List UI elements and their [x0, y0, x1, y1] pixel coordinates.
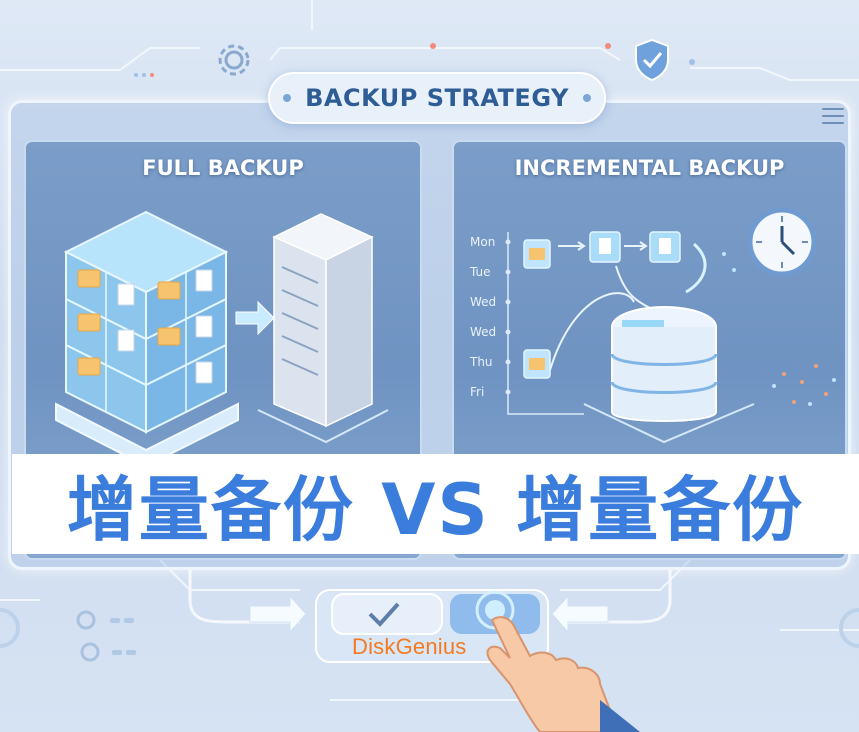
bottom-console: [0, 570, 859, 732]
day-label: Fri: [470, 385, 485, 399]
document-icon: [117, 269, 213, 384]
watermark-text: DiskGenius: [352, 634, 467, 659]
arrow-right-icon: [249, 594, 307, 634]
day-label: Wed: [470, 295, 497, 309]
day-label: Thu: [470, 355, 493, 369]
full-backup-title: FULL BACKUP: [142, 156, 304, 180]
folder-icon: [523, 239, 551, 379]
dot-right: [582, 94, 591, 102]
day-label: Mon: [470, 235, 496, 249]
incremental-backup-title: INCREMENTAL BACKUP: [514, 156, 785, 180]
dot-left: [283, 94, 292, 102]
folder-cube-stack: [55, 210, 239, 468]
gear-icon: [76, 610, 100, 662]
hand-pointer-icon: [486, 616, 640, 732]
arrow-left-icon: [551, 594, 609, 634]
arrow-right-icon: [235, 300, 275, 336]
gear-icon: [218, 44, 250, 76]
day-label: Tue: [470, 265, 491, 279]
title-pill: BACKUP STRATEGY: [268, 72, 606, 124]
document-icon: [589, 231, 681, 263]
clock-icon: [747, 207, 817, 277]
headline-text: 增量备份 VS 增量备份: [66, 468, 805, 551]
checkmark-icon: [368, 602, 400, 627]
headline-banner: 增量备份 VS 增量备份: [12, 454, 859, 554]
day-label: Wed: [470, 325, 497, 339]
folder-icon: [77, 269, 181, 376]
incremental-backup-illustration: [505, 207, 836, 444]
database-stack: [583, 306, 755, 444]
shield-check-icon: [635, 38, 669, 82]
full-backup-illustration: [26, 210, 389, 523]
menu-icon[interactable]: [822, 108, 844, 126]
page-title: BACKUP STRATEGY: [305, 84, 569, 112]
server-icon: [257, 213, 389, 444]
